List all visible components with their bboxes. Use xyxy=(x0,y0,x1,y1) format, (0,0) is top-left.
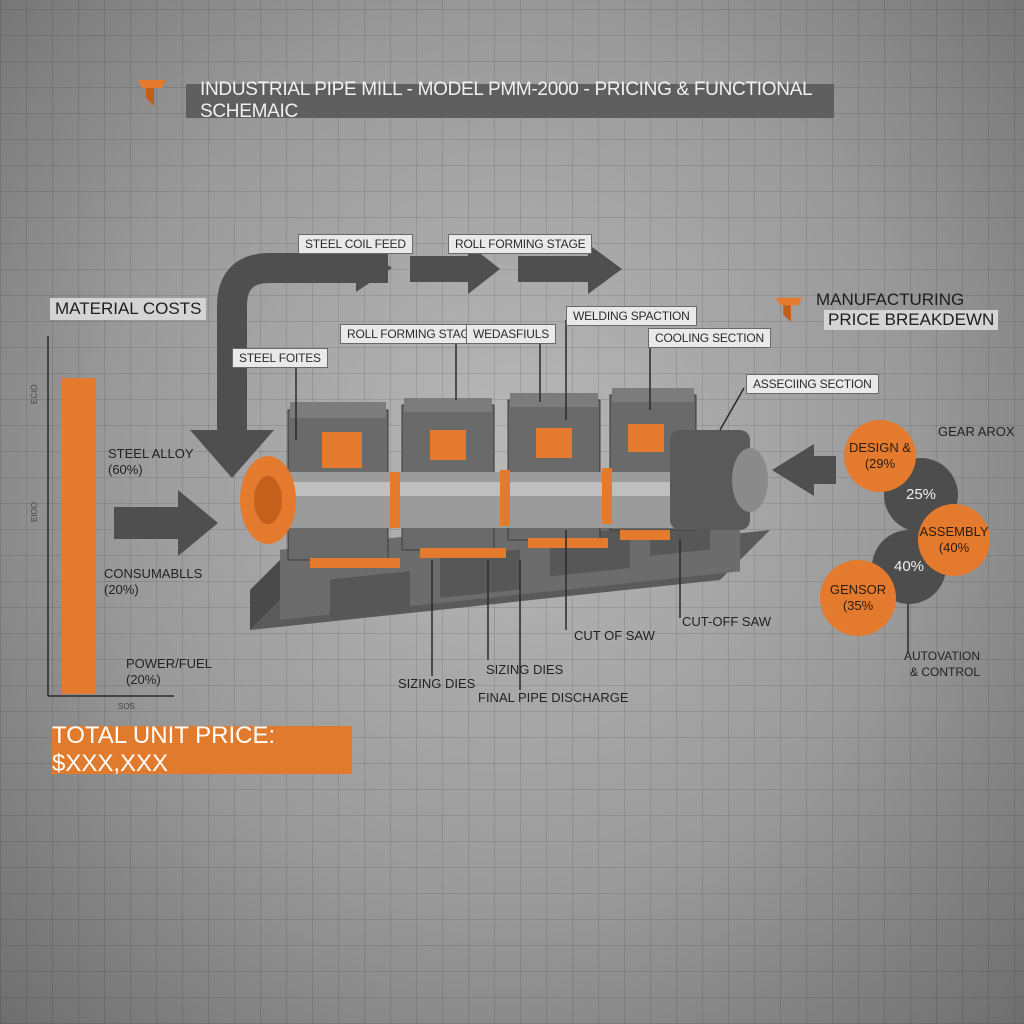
price-breakdown-heading-line1: MANUFACTURING xyxy=(816,290,965,309)
pie-auto-pct: 40% xyxy=(893,558,925,575)
pie-assembly-name: ASSEMBLY xyxy=(919,524,989,539)
axis-tick-2: EIOO xyxy=(30,501,39,522)
breakdown-logo-icon xyxy=(775,297,803,323)
automation-control-label: AUTOVATION & CONTROL xyxy=(904,648,980,680)
page-title: INDUSTRIAL PIPE MILL - MODEL PMM-2000 - … xyxy=(200,79,812,122)
pie-assembly: ASSEMBLY (40% xyxy=(918,504,990,576)
material-item-consumables: CONSUMABLLS (20%) xyxy=(104,566,202,598)
label-sizing-dies-2: SIZING DIES xyxy=(486,662,564,677)
label-welding-spaction: WELDING SPACTION xyxy=(566,306,697,326)
automation-line2: & CONTROL xyxy=(910,665,981,679)
label-cooling-section: COOLING SECTION xyxy=(648,328,772,348)
label-roll-forming-stage: ROLL FORMING STAGE xyxy=(340,324,485,344)
total-price-box: TOTAL UNIT PRICE: $XXX,XXX xyxy=(52,722,352,777)
axis-tick-1: ECIO xyxy=(30,384,39,404)
pie-design-name: DESIGN & xyxy=(848,440,912,455)
pie-gear-pct: 25% xyxy=(905,486,937,503)
price-breakdown-heading: MANUFACTURING PRICE BREAKDEWN xyxy=(816,290,999,330)
material-item-pct: (60%) xyxy=(108,462,143,477)
label-cut-off-saw-1: CUT OF SAW xyxy=(574,628,655,643)
total-price-label: TOTAL UNIT PRICE: $XXX,XXX xyxy=(52,722,276,777)
label-sizing-dies-1: SIZING DIES xyxy=(398,676,476,691)
label-roll-forming-stage-top: ROLL FORMING STAGE xyxy=(448,234,593,254)
label-cut-off-saw-2: CUT-OFF SAW xyxy=(682,614,772,629)
label-steel-foites: STEEL FOITES xyxy=(232,348,328,368)
material-item-pct: (20%) xyxy=(104,582,139,597)
label-wedasfiuls: WEDASFIULS xyxy=(466,324,557,344)
axis-tick-3: SOS xyxy=(118,702,135,711)
pipe-mill-machine xyxy=(240,388,770,630)
material-item-steel-alloy: STEEL ALLOY (60%) xyxy=(108,446,194,478)
pie-design-pct: (29% xyxy=(864,456,896,471)
material-item-power-fuel: POWER/FUEL (20%) xyxy=(126,656,212,688)
label-final-pipe-discharge: FINAL PIPE DISCHARGE xyxy=(478,690,629,705)
page-title-bar: INDUSTRIAL PIPE MILL - MODEL PMM-2000 - … xyxy=(186,79,834,122)
pie-design: DESIGN & (29% xyxy=(844,420,916,492)
pie-gensor-name: GENSOR xyxy=(829,582,887,597)
label-steel-coil-feed: STEEL COIL FEED xyxy=(298,234,413,254)
material-cost-bar xyxy=(62,378,96,694)
material-item-name: CONSUMABLLS xyxy=(104,566,203,581)
material-item-name: POWER/FUEL xyxy=(126,656,212,671)
gear-arox-label: GEAR AROX xyxy=(938,424,1015,439)
brand-logo-icon xyxy=(138,80,166,106)
price-breakdown-heading-line2: PRICE BREAKDEWN xyxy=(824,310,999,330)
pie-assembly-pct: (40% xyxy=(938,540,970,555)
pie-gensor-pct: (35% xyxy=(842,598,874,613)
material-costs-heading: MATERIAL COSTS xyxy=(50,298,207,320)
label-asseciing-section: ASSECIING SECTION xyxy=(746,374,879,394)
pie-gensor: GENSOR (35% xyxy=(820,560,896,636)
material-item-pct: (20%) xyxy=(126,672,161,687)
material-item-name: STEEL ALLOY xyxy=(108,446,194,461)
automation-line1: AUTOVATION xyxy=(904,649,981,663)
